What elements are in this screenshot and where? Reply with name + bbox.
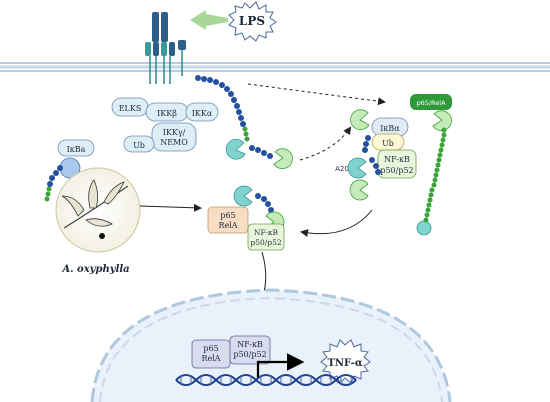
nucleus-p50p52-label: p50/p52: [233, 350, 266, 359]
p65rela-label: p65/RelA: [416, 99, 446, 107]
ikk-bead-chain: [195, 75, 246, 127]
middle-rela-label: RelA: [218, 221, 237, 230]
arrow-plant-to-p65: [139, 203, 202, 212]
ikk-ubiquitin-chain: [242, 126, 250, 142]
lps-label: LPS: [239, 14, 265, 28]
nucleus-p65-label: p65: [203, 344, 218, 353]
left-ikba: IκBa: [57, 139, 95, 179]
right-blue-chain: [362, 135, 381, 175]
ikka-label: IKKα: [192, 109, 213, 118]
middle-p50p52-label: p50/p52: [250, 238, 281, 247]
nucleus-rela-label: RelA: [201, 354, 220, 363]
lps-badge: LPS: [228, 1, 277, 42]
left-ikba-label: IκBa: [67, 145, 86, 154]
ikkg-label: IKKγ/: [163, 128, 186, 137]
right-ub-label: Ub: [382, 139, 394, 148]
right-green-pacman-bottom: [349, 179, 369, 201]
elks-label: ELKS: [119, 104, 142, 113]
ub-label: Ub: [133, 141, 145, 150]
nucleus-nfkb-label: NF-κB: [237, 340, 263, 349]
middle-complex: p65 RelA NF-κB p50/p52: [207, 185, 285, 251]
green-pacman-icon: [273, 148, 293, 170]
dashed-arrow-curved: [299, 126, 352, 161]
plant-illustration: [55, 167, 141, 253]
right-green-chain: [423, 127, 447, 223]
teal-pacman-icon: [225, 138, 246, 160]
middle-p65-label: p65: [220, 211, 235, 220]
dna-helix: [175, 374, 357, 386]
nemo-label: NEMO: [160, 138, 188, 147]
transcription-arrow: [256, 353, 305, 378]
left-ubiquitin-chain: [44, 186, 52, 202]
right-teal-pacman: [347, 157, 367, 179]
a20-label: A20: [335, 165, 349, 173]
plant-label: A. oxyphylla: [61, 264, 129, 275]
ikkb-label: IKKβ: [157, 109, 177, 118]
ikk-complex: ELKS IKKβ IKKα IKKγ/ NEMO Ub: [111, 97, 219, 153]
right-complex: p65/RelA IκBα Ub NF-κB p50/p52 A20: [335, 94, 452, 179]
receptor: [145, 12, 186, 84]
right-green-pacman-right: [432, 110, 452, 132]
cell-membrane: [0, 62, 550, 72]
middle-nfkb-label: NF-κB: [254, 228, 279, 237]
right-green-pacman-top: [350, 109, 370, 131]
nucleus: [90, 288, 452, 402]
dashed-arrow-to-right: [247, 83, 386, 106]
nucleus-complex: p65 RelA NF-κB p50/p52: [191, 335, 271, 369]
complex-bead-chain-2: [249, 145, 273, 159]
right-nfkb-label: NF-κB: [384, 155, 410, 164]
arrow-right-to-middle: [300, 209, 373, 237]
lps-arrow: [190, 10, 228, 30]
left-bead-chain: [47, 165, 63, 187]
right-teal-circle: [416, 220, 432, 236]
tnf-label: TNF-α: [327, 358, 362, 369]
right-p50p52-label: p50/p52: [380, 166, 413, 175]
right-ikba-label: IκBα: [380, 124, 400, 133]
